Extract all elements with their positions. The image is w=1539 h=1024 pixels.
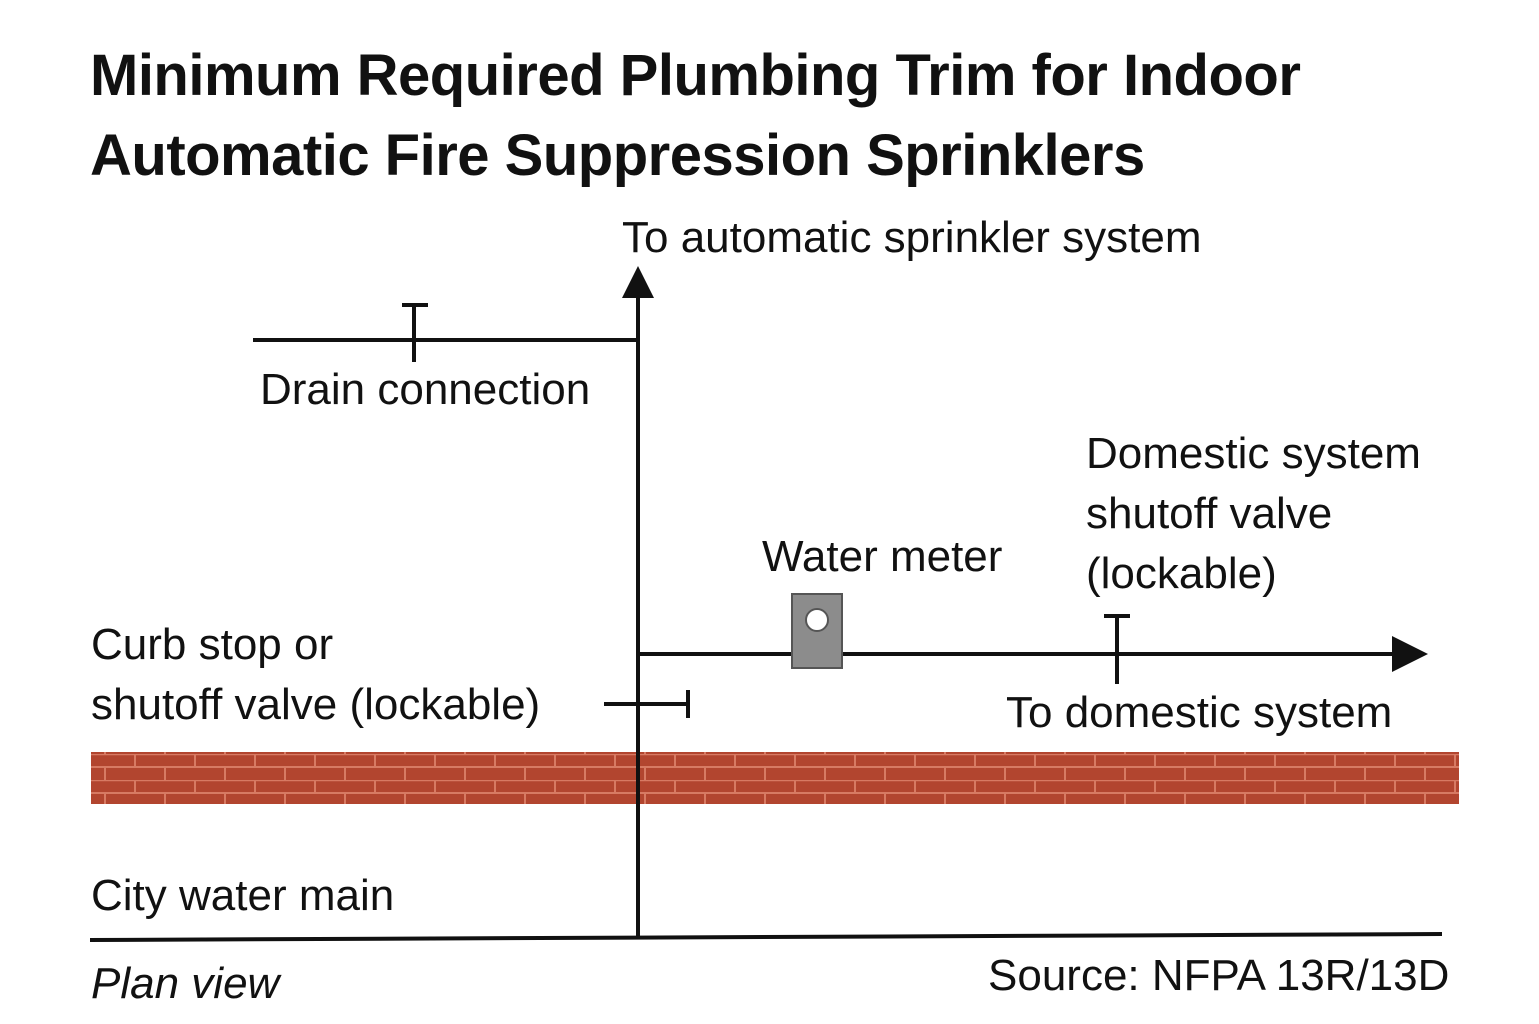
- city-water-main-pipe: [89, 932, 1443, 942]
- label-city-water-main: City water main: [91, 871, 395, 920]
- label-curb-stop-line-2: shutoff valve (lockable): [91, 680, 541, 729]
- label-domestic-valve-line-3: (lockable): [1086, 549, 1277, 598]
- arrow-right-icon: [1392, 636, 1428, 672]
- foundation-wall: [91, 752, 1459, 804]
- label-source: Source: NFPA 13R/13D: [988, 951, 1450, 1000]
- arrow-up-icon: [622, 266, 654, 298]
- water-meter-dial: [805, 608, 829, 632]
- label-plan-view: Plan view: [91, 959, 280, 1008]
- label-curb-stop: Curb stop or shutoff valve (lockable): [91, 615, 540, 735]
- title-line-1: Minimum Required Plumbing Trim for Indoo…: [90, 43, 1301, 108]
- label-domestic-system: To domestic system: [1006, 688, 1393, 737]
- title-line-2: Automatic Fire Suppression Sprinklers: [90, 123, 1145, 188]
- label-drain-connection: Drain connection: [260, 365, 591, 414]
- label-domestic-valve-line-2: shutoff valve: [1086, 489, 1333, 538]
- label-water-meter: Water meter: [762, 532, 1003, 581]
- label-domestic-valve-line-1: Domestic system: [1086, 429, 1421, 478]
- label-sprinkler-system: To automatic sprinkler system: [622, 213, 1202, 262]
- label-curb-stop-line-1: Curb stop or: [91, 620, 334, 669]
- diagram-title: Minimum Required Plumbing Trim for Indoo…: [90, 36, 1510, 196]
- label-domestic-valve: Domestic system shutoff valve (lockable): [1086, 424, 1421, 604]
